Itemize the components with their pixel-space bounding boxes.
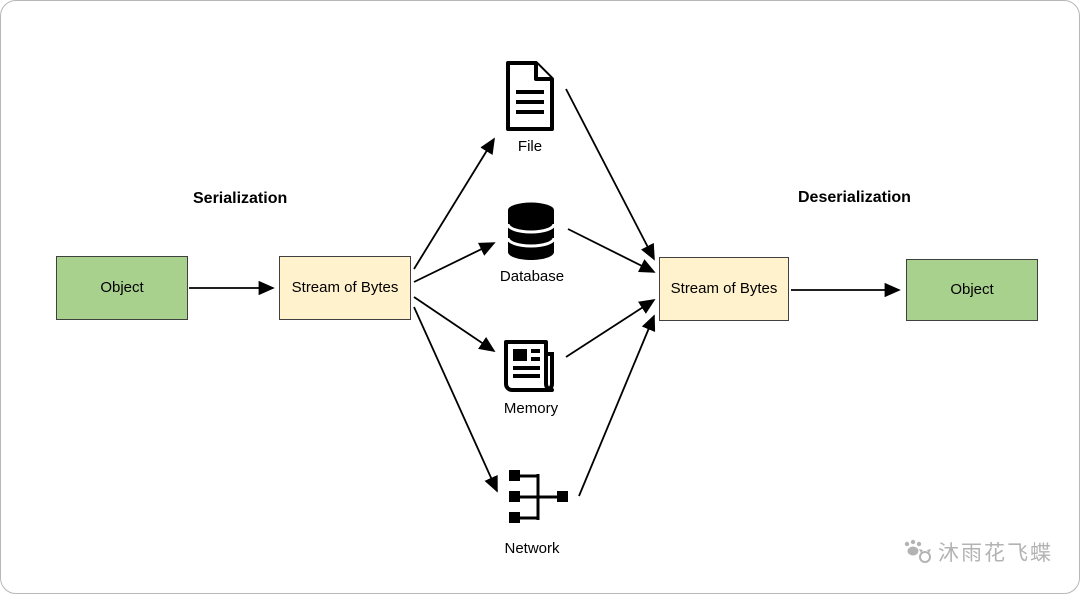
memory-label: Memory <box>503 400 559 417</box>
arrow-database-to-stream <box>567 228 656 273</box>
file-label: File <box>517 138 543 155</box>
cat-paw-icon <box>904 539 931 563</box>
watermark-text: 沐雨花飞蝶 <box>938 542 1053 565</box>
network-label: Network <box>504 540 560 557</box>
arrow-file-to-stream <box>565 88 655 261</box>
object-box-right: Object <box>906 259 1038 321</box>
arrow-stream-to-network <box>413 306 498 493</box>
watermark: 沐雨花飞蝶 <box>901 537 1053 567</box>
arrow-stream-to-database <box>413 242 496 283</box>
deserialization-label: Deserialization <box>798 189 911 206</box>
object-box-left: Object <box>56 256 188 320</box>
network-icon <box>509 470 568 523</box>
arrow-memory-to-stream <box>565 299 656 358</box>
database-label: Database <box>499 268 565 285</box>
stream-of-bytes-box-left: Stream of Bytes <box>279 256 411 320</box>
serialization-label: Serialization <box>193 190 288 207</box>
arrow-stream-to-file <box>413 137 495 270</box>
arrow-network-to-stream <box>578 314 656 497</box>
memory-icon <box>504 340 554 392</box>
arrow-stream-to-memory <box>413 296 496 353</box>
file-icon <box>506 61 554 131</box>
stream-of-bytes-box-right: Stream of Bytes <box>659 257 789 321</box>
database-icon <box>506 202 556 260</box>
